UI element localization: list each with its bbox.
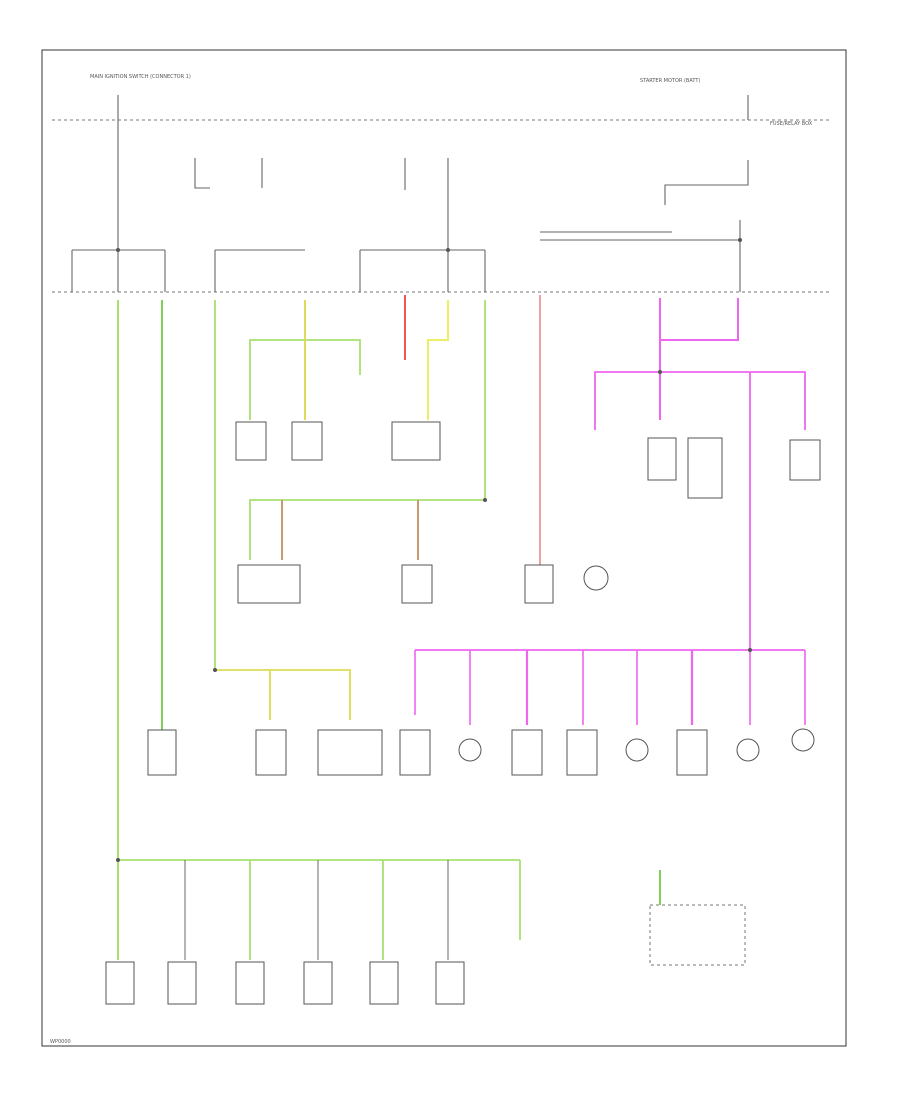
component-r3-1 [147, 729, 177, 776]
component-r3-5 [458, 738, 482, 762]
component-r3-6 [511, 729, 543, 776]
component-b-3 [235, 961, 265, 1005]
bus-label: FUSE/RELAY BOX [770, 121, 813, 127]
component-r3-4 [399, 729, 431, 776]
upper-relay-a [194, 158, 210, 189]
pink-horizontal-upper [594, 371, 806, 430]
splice-dot [483, 498, 487, 502]
green-horizontal-mid [249, 499, 485, 560]
component-r3-7 [566, 729, 598, 776]
splice-dot [446, 248, 450, 252]
component-r3-3 [317, 729, 383, 776]
component-b-5 [369, 961, 399, 1005]
component-r3-10 [736, 738, 760, 762]
component-r3-8 [625, 738, 649, 762]
splice-dot [116, 248, 120, 252]
yellow-horizontal-lower [215, 669, 351, 720]
component-r1-3 [391, 421, 441, 461]
component-r3-2 [255, 729, 287, 776]
top-left-source-label: MAIN IGNITION SWITCH (CONNECTOR 1) [90, 74, 191, 80]
pink-top-link [660, 298, 739, 341]
component-r1-5 [687, 437, 723, 499]
splice-dot [748, 648, 752, 652]
component-r1-1 [235, 421, 267, 461]
component-r3-11 [791, 728, 815, 752]
component-r2-2 [401, 564, 433, 604]
component-b-2 [167, 961, 197, 1005]
component-r1-4 [647, 437, 677, 481]
right-relay [664, 160, 749, 205]
footer-code: WP0000 [50, 1039, 71, 1045]
component-b-4 [303, 961, 333, 1005]
diagram-frame [41, 49, 847, 1047]
component-r3-9 [676, 729, 708, 776]
component-b-6 [435, 961, 465, 1005]
splice-dot [116, 858, 120, 862]
component-r2-3 [524, 564, 554, 604]
splice-dot [738, 238, 742, 242]
splice-dot [213, 668, 217, 672]
component-b-1 [105, 961, 135, 1005]
component-r1-6 [789, 439, 821, 481]
top-right-source-label: STARTER MOTOR (BATT) [640, 78, 700, 84]
component-r2-4 [583, 565, 609, 591]
yellow-wire-b [427, 300, 449, 420]
component-r1-2 [291, 421, 323, 461]
splice-dot [658, 370, 662, 374]
component-r2-1 [237, 564, 301, 604]
